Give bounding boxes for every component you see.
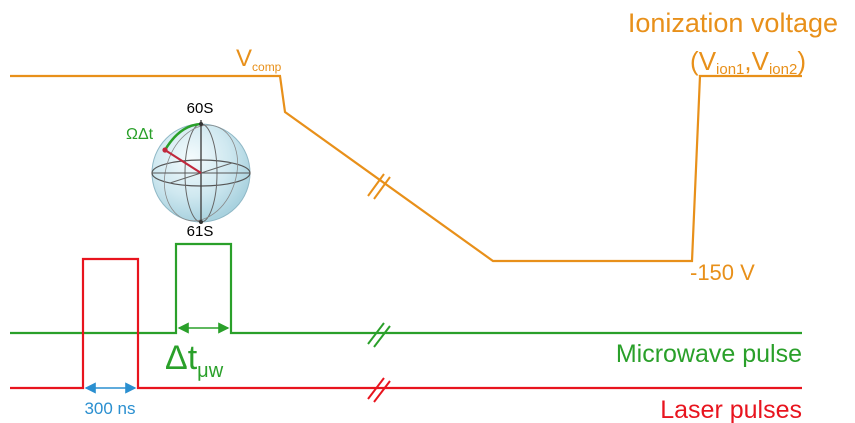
microwave-waveform — [10, 242, 802, 335]
bloch-angle-arc — [163, 122, 202, 151]
bloch-pole-bottom — [199, 220, 203, 224]
voltage-trace — [10, 74, 802, 263]
bloch-pole-top — [199, 122, 203, 126]
laser-label: Laser pulses — [660, 396, 802, 423]
low-voltage-label: -150 V — [690, 260, 755, 285]
laser-trace — [10, 257, 802, 403]
microwave-label: Microwave pulse — [616, 340, 802, 368]
bloch-sphere — [151, 120, 251, 224]
ion-voltage-label: (Vion1,Vion2) — [690, 46, 806, 78]
laser-break-mark — [367, 377, 391, 403]
microwave-duration-label: Δtμw — [165, 339, 224, 382]
microwave-trace — [10, 242, 802, 348]
voltage-waveform — [10, 74, 802, 263]
bloch-angle-label: ΩΔt — [126, 126, 154, 143]
laser-waveform — [10, 257, 802, 390]
bloch-meridian-b — [164, 124, 238, 222]
bloch-state-vector — [164, 149, 202, 174]
microwave-break-mark — [367, 322, 391, 348]
bloch-state-tip — [162, 147, 168, 153]
laser-width-label: 300 ns — [84, 399, 135, 418]
comp-voltage-label: Vcomp — [236, 45, 282, 74]
voltage-title: Ionization voltage — [628, 8, 838, 38]
bloch-bottom-state-label: 61S — [187, 223, 214, 240]
bloch-top-state-label: 60S — [187, 100, 214, 117]
voltage-break-mark — [367, 173, 391, 200]
